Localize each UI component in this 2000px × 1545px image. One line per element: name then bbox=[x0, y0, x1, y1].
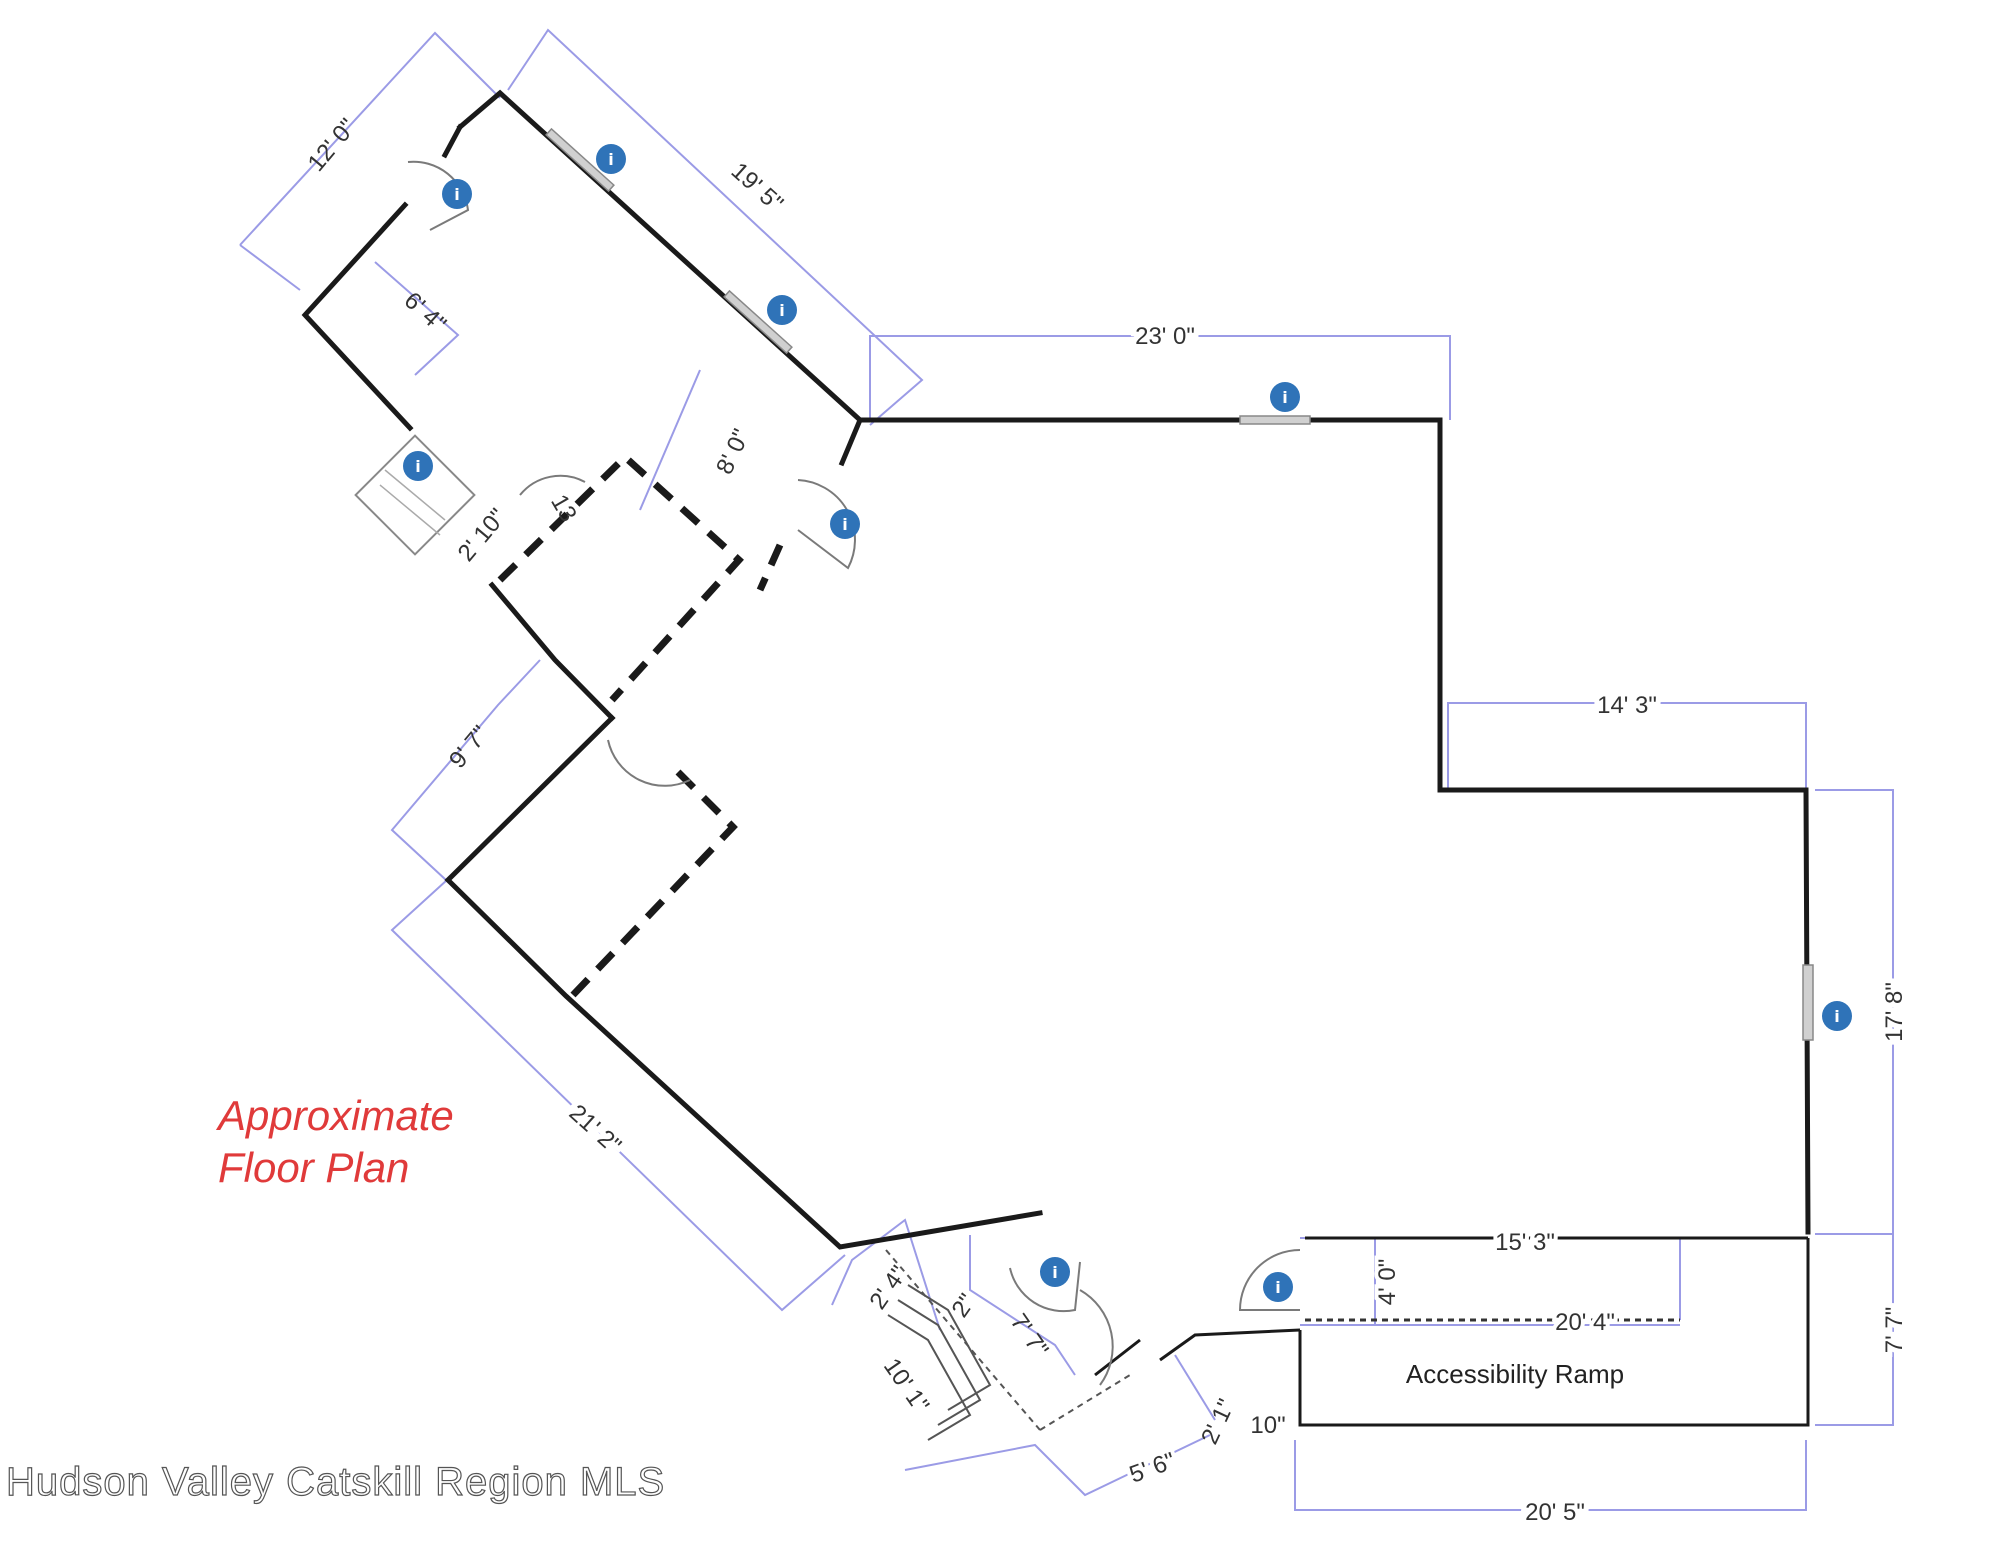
dim-9-7: 9' 7" bbox=[444, 721, 495, 774]
info-icon: i bbox=[442, 179, 472, 209]
caption-line-1: Approximate bbox=[218, 1092, 454, 1139]
dim-17-8: 17' 8" bbox=[1881, 982, 1908, 1042]
floor-plan-caption: Approximate Floor Plan bbox=[218, 1090, 454, 1194]
svg-text:i: i bbox=[779, 301, 784, 320]
info-icon: i bbox=[403, 451, 433, 481]
dim-19-5: 19' 5" bbox=[726, 157, 789, 217]
dim-2-4: 2' 4" bbox=[864, 1261, 913, 1315]
exterior-walls bbox=[301, 89, 1811, 1427]
info-icon: i bbox=[1270, 382, 1300, 412]
dim-4-0: 4' 0" bbox=[1374, 1259, 1401, 1305]
dim-2-10: 2' 10" bbox=[453, 504, 512, 567]
info-icon: i bbox=[1822, 1001, 1852, 1031]
svg-text:i: i bbox=[842, 515, 847, 534]
svg-text:i: i bbox=[1834, 1007, 1839, 1026]
dim-15-3: 15' 3" bbox=[1495, 1229, 1555, 1256]
svg-text:i: i bbox=[1275, 1278, 1280, 1297]
info-icon: i bbox=[1263, 1272, 1293, 1302]
dim-10: 10" bbox=[1250, 1412, 1285, 1439]
caption-line-2: Floor Plan bbox=[218, 1144, 410, 1191]
dashed-walls bbox=[497, 452, 1680, 1431]
dim-6-4: 6' 4" bbox=[399, 287, 452, 338]
dim-10-1: 10' 1" bbox=[878, 1353, 934, 1417]
svg-text:i: i bbox=[454, 185, 459, 204]
dim-5-6: 5' 6" bbox=[1126, 1447, 1179, 1488]
info-icon: i bbox=[767, 295, 797, 325]
info-icon: i bbox=[1040, 1257, 1070, 1287]
windows bbox=[545, 127, 1814, 1041]
svg-text:i: i bbox=[1282, 388, 1287, 407]
dim-13: 13 bbox=[545, 490, 582, 527]
dimension-lines bbox=[239, 28, 1894, 1511]
info-icon: i bbox=[596, 144, 626, 174]
dim-2-1: 2' 1" bbox=[1196, 1395, 1240, 1449]
dim-20-4: 20' 4" bbox=[1555, 1309, 1615, 1336]
dim-23-0: 23' 0" bbox=[1135, 323, 1195, 350]
ramp-label: Accessibility Ramp bbox=[1406, 1359, 1624, 1389]
svg-text:i: i bbox=[608, 150, 613, 169]
dim-8-0: 8' 0" bbox=[711, 425, 755, 479]
dim-14-3: 14' 3" bbox=[1597, 692, 1657, 719]
stairs bbox=[354, 434, 992, 1441]
mls-watermark: Hudson Valley Catskill Region MLS bbox=[5, 1459, 666, 1504]
info-icon: i bbox=[830, 509, 860, 539]
dim-7-7-right: 7' 7" bbox=[1881, 1307, 1908, 1353]
svg-text:i: i bbox=[1052, 1263, 1057, 1282]
dim-20-5: 20' 5" bbox=[1525, 1499, 1585, 1526]
dimension-labels: 12' 0" 19' 5" 23' 0" 6' 4" 8' 0" 2' 10" … bbox=[303, 114, 1913, 1531]
svg-text:i: i bbox=[415, 457, 420, 476]
